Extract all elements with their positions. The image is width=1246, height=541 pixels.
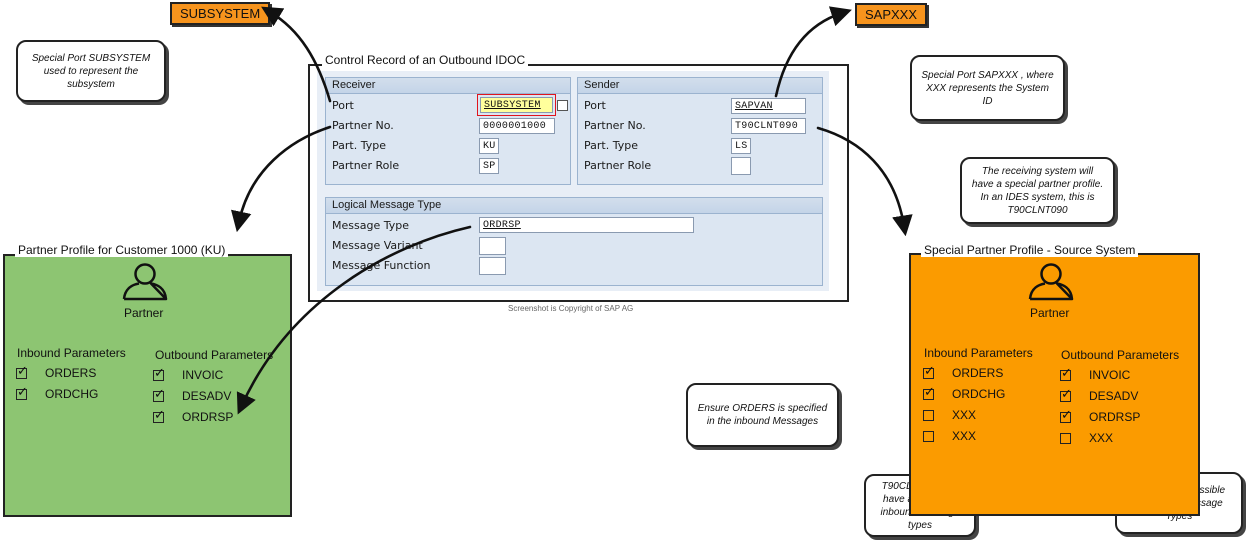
source-outbound-item-checkbox[interactable] xyxy=(1060,391,1071,402)
customer-outbound-item-label: DESADV xyxy=(182,389,232,403)
customer-inbound-item-checkbox[interactable] xyxy=(16,368,27,379)
source-inbound-item-checkbox[interactable] xyxy=(923,389,934,400)
sapxxx-tag: SAPXXX xyxy=(855,3,928,26)
check-mark-icon: ✓ xyxy=(154,407,165,422)
receiver-port-label: Port xyxy=(332,99,354,112)
source-profile-box xyxy=(909,253,1200,516)
source-outbound-heading: Outbound Parameters xyxy=(1061,348,1180,362)
customer-inbound-item-label: ORDERS xyxy=(45,366,97,380)
logical-message-group: Logical Message Type xyxy=(325,197,823,286)
source-partner-person-icon xyxy=(1028,263,1074,301)
customer-outbound-item-checkbox[interactable] xyxy=(153,412,164,423)
message-variant-label: Message Variant xyxy=(332,239,423,252)
receiver-partner-role-field[interactable]: SP xyxy=(479,158,499,174)
source-outbound-item-checkbox[interactable] xyxy=(1060,370,1071,381)
partner-person-icon xyxy=(122,263,168,301)
control-record-title: Control Record of an Outbound IDOC xyxy=(322,53,529,67)
check-mark-icon: ✓ xyxy=(17,363,28,378)
customer-outbound-heading: Outbound Parameters xyxy=(155,348,274,362)
source-inbound-item-label: ORDCHG xyxy=(952,387,1006,401)
copyright-note: Screenshot is Copyright of SAP AG xyxy=(508,304,634,313)
customer-outbound-item-checkbox[interactable] xyxy=(153,370,164,381)
source-inbound-item-checkbox[interactable] xyxy=(923,368,934,379)
sender-part-type-label: Part. Type xyxy=(584,139,638,152)
arrow-sender-port-to-sapxxx xyxy=(774,6,852,98)
source-outbound-item-checkbox[interactable] xyxy=(1060,412,1071,423)
source-outbound-item-checkbox[interactable] xyxy=(1060,433,1071,444)
sender-partner-no-label: Partner No. xyxy=(584,119,646,132)
customer-partner-label: Partner xyxy=(124,306,164,320)
sender-partner-no-field[interactable]: T90CLNT090 xyxy=(731,118,806,134)
source-outbound-item-label: XXX xyxy=(1089,431,1114,445)
check-mark-icon: ✓ xyxy=(1061,386,1072,401)
source-inbound-item-label: XXX xyxy=(952,429,977,443)
message-type-label: Message Type xyxy=(332,219,409,232)
sender-part-type-field[interactable]: LS xyxy=(731,138,751,154)
receiver-port-field[interactable]: SUBSYSTEM xyxy=(480,97,553,113)
customer-profile-title: Partner Profile for Customer 1000 (KU) xyxy=(15,243,229,257)
sender-port-label: Port xyxy=(584,99,606,112)
sender-partner-role-field[interactable] xyxy=(731,157,751,175)
receiver-heading: Receiver xyxy=(326,78,570,94)
check-mark-icon: ✓ xyxy=(1061,365,1072,380)
customer-inbound-item-checkbox[interactable] xyxy=(16,389,27,400)
callout-receiving-system: The receiving system will have a special… xyxy=(960,157,1115,224)
check-mark-icon: ✓ xyxy=(154,386,165,401)
port-highlight-frame xyxy=(477,94,556,116)
receiver-partner-no-label: Partner No. xyxy=(332,119,394,132)
arrow-message-type-to-ordrsp xyxy=(236,225,472,415)
receiver-partner-role-label: Partner Role xyxy=(332,159,400,172)
subsystem-tag: SUBSYSTEM xyxy=(170,2,271,25)
sender-partner-role-label: Partner Role xyxy=(584,159,652,172)
source-outbound-item-label: INVOIC xyxy=(1089,368,1131,382)
customer-outbound-item-label: ORDRSP xyxy=(182,410,234,424)
source-inbound-item-label: ORDERS xyxy=(952,366,1004,380)
value-help-icon[interactable] xyxy=(557,100,568,111)
source-outbound-item-label: ORDRSP xyxy=(1089,410,1141,424)
source-inbound-item-checkbox[interactable] xyxy=(923,410,934,421)
check-mark-icon: ✓ xyxy=(17,384,28,399)
callout-ensure-orders: Ensure ORDERS is specified in the inboun… xyxy=(686,383,839,447)
source-inbound-heading: Inbound Parameters xyxy=(924,346,1033,360)
callout-subsystem: Special Port SUBSYSTEM used to represent… xyxy=(16,40,166,102)
receiver-partner-no-field[interactable]: 0000001000 xyxy=(479,118,555,134)
source-inbound-item-label: XXX xyxy=(952,408,977,422)
customer-outbound-item-label: INVOIC xyxy=(182,368,224,382)
arrow-sender-to-source-profile xyxy=(816,126,913,237)
sender-port-field[interactable]: SAPVAN xyxy=(731,98,806,114)
sender-heading: Sender xyxy=(578,78,822,94)
receiver-part-type-label: Part. Type xyxy=(332,139,386,152)
source-outbound-item-label: DESADV xyxy=(1089,389,1139,403)
source-profile-title: Special Partner Profile - Source System xyxy=(921,243,1139,257)
check-mark-icon: ✓ xyxy=(1061,407,1072,422)
check-mark-icon: ✓ xyxy=(924,384,935,399)
arrow-port-to-subsystem xyxy=(261,6,332,103)
callout-sapxxx: Special Port SAPXXX , where XXX represen… xyxy=(910,55,1065,121)
message-function-label: Message Function xyxy=(332,259,431,272)
arrow-partner-to-customer-profile xyxy=(230,125,332,233)
source-inbound-item-checkbox[interactable] xyxy=(923,431,934,442)
customer-outbound-item-checkbox[interactable] xyxy=(153,391,164,402)
source-partner-label: Partner xyxy=(1030,306,1070,320)
message-type-field[interactable]: ORDRSP xyxy=(479,217,694,233)
check-mark-icon: ✓ xyxy=(154,365,165,380)
customer-inbound-heading: Inbound Parameters xyxy=(17,346,126,360)
customer-inbound-item-label: ORDCHG xyxy=(45,387,99,401)
message-variant-field[interactable] xyxy=(479,237,506,255)
receiver-part-type-field[interactable]: KU xyxy=(479,138,499,154)
logical-message-heading: Logical Message Type xyxy=(326,198,822,214)
check-mark-icon: ✓ xyxy=(924,363,935,378)
message-function-field[interactable] xyxy=(479,257,506,275)
